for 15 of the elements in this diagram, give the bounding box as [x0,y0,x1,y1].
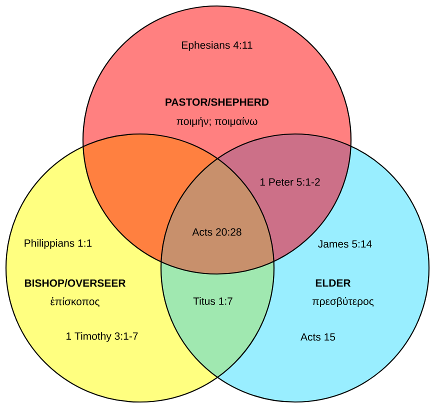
verse-reference: Ephesians 4:11 [182,41,252,51]
greek-term: πρεσβύτερος [312,296,374,308]
verse-reference: Acts 15 [300,333,336,341]
greek-term: ποιμήν; ποιμαίνω [176,116,258,128]
venn-circle [160,133,430,403]
heading: PASTOR/SHEPHERD [166,98,269,106]
verse-reference: 1 Timothy 3:1-7 [66,332,138,342]
verse-reference: James 5:14 [318,240,372,248]
greek-term: ἐπίσκοπος [50,297,100,307]
heading: BISHOP/OVERSEER [24,279,126,287]
heading: ELDER [316,279,351,287]
verse-reference: 1 Peter 5:1-2 [260,178,320,186]
verse-reference: Philippians 1:1 [24,239,92,249]
verse-reference: Titus 1:7 [193,297,232,305]
verse-reference: Acts 20:28 [192,228,242,236]
